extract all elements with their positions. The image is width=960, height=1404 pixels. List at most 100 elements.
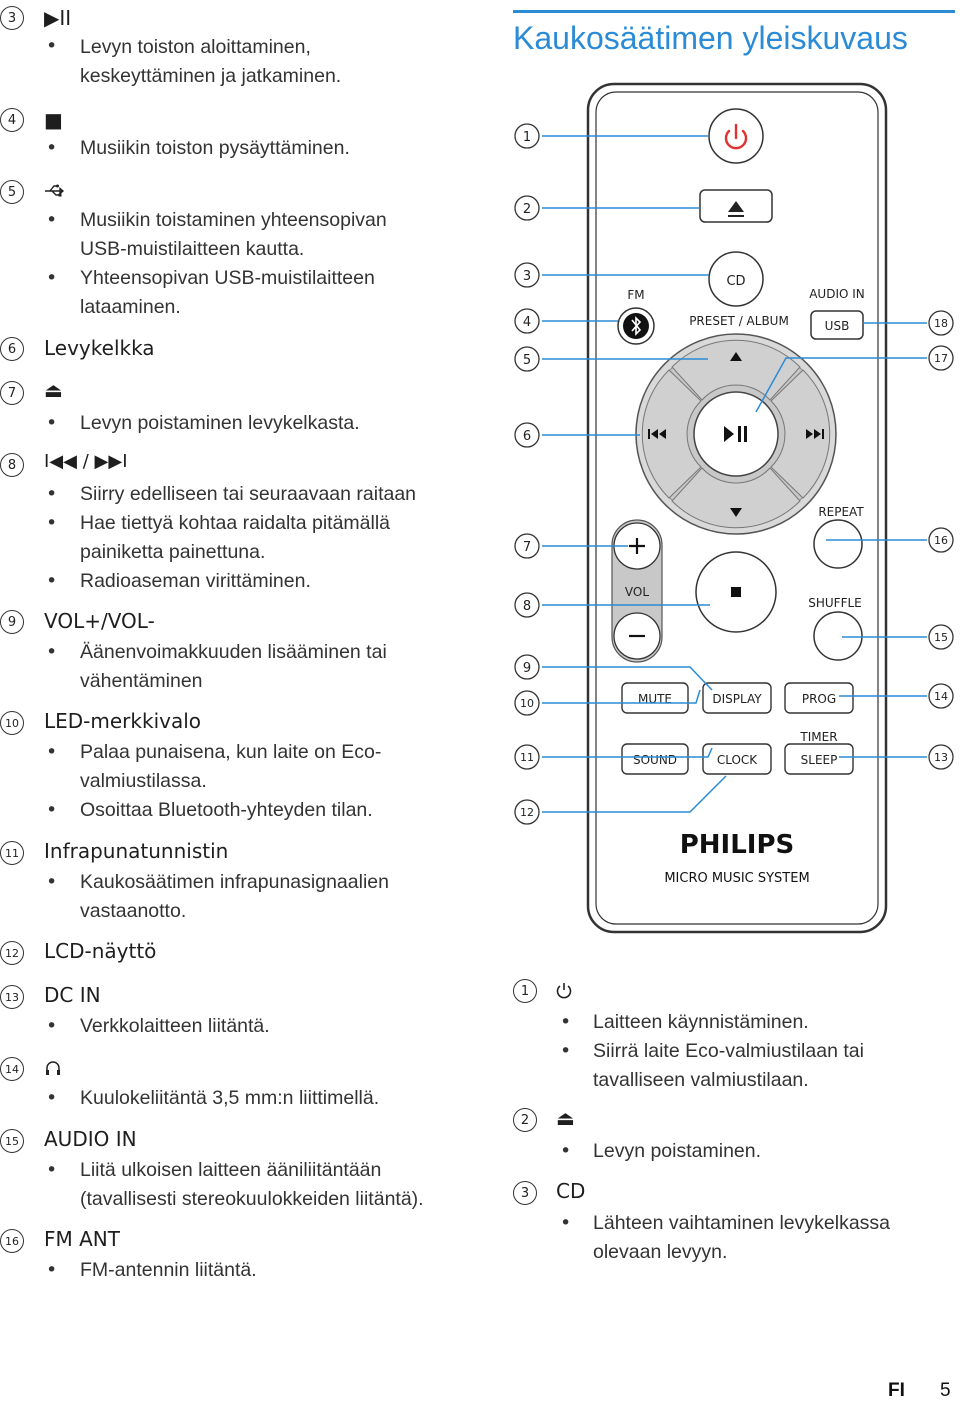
section-title: Kaukosäätimen yleiskuvaus [513,20,908,56]
bullet-text: Verkkolaitteen liitäntä. [80,1015,270,1037]
brand-logo: PHILIPS [680,830,795,860]
item-14-heading: 14 [0,1057,24,1081]
led-label: LED-merkkivalo [44,709,202,733]
item-9-heading: 9 [0,610,24,634]
play-pause-icon [724,426,747,442]
svg-text:13: 13 [934,751,948,764]
svg-text:7: 7 [523,540,531,555]
svg-text:12: 12 [520,806,534,819]
skip-icons: I◀◀ / ▶▶I [44,451,128,472]
bullet-text: Kuulokeliitäntä 3,5 mm:n liittimellä. [80,1087,380,1109]
item-10-heading: 10 [0,711,24,735]
bullet-text: Laitteen käynnistäminen. [593,1011,809,1033]
item-3-heading: 3 [0,6,24,30]
remote-diagram: CD FM AUDIO IN PRESET / ALBUM USB REPEAT… [514,82,954,934]
display-button [702,682,772,714]
bullet-text: valmiustilassa. [80,770,207,792]
item-12-heading: 12 [0,941,24,965]
svg-text:SOUND: SOUND [633,753,677,767]
bullet-text: Äänenvoimakkuuden lisääminen tai [80,641,387,663]
svg-text:8: 8 [523,599,531,614]
item-11-heading: 11 [0,841,24,865]
bullet-text: Siirrä laite Eco-valmiustilaan tai [593,1040,864,1062]
stop-icon [731,587,741,597]
power-icon [555,981,573,1003]
bullet-text: olevaan levyyn. [593,1241,728,1263]
ir-sensor-label: Infrapunatunnistin [44,839,229,863]
bullet-text: Musiikin toistaminen yhteensopivan [80,209,387,231]
audio-in-label: AUDIO IN [44,1127,137,1151]
cd-button [708,251,764,307]
eject-icon: ⏏ [556,1106,575,1130]
svg-text:14: 14 [934,690,948,703]
bullet-text: USB-muistilaitteen kautta. [80,238,305,260]
item-13-heading: 13 [0,985,24,1009]
svg-text:9: 9 [523,661,531,676]
title-rule [513,10,955,13]
repeat-button [813,519,863,569]
svg-text:MUTE: MUTE [638,692,672,706]
fm-label: FM [627,288,644,302]
next-icon [806,429,824,439]
prog-button [784,682,854,714]
bullet-text: lataaminen. [80,296,181,318]
callout-9: 9 [514,654,540,680]
callout-13: 13 [928,744,954,770]
bullet-text: vähentäminen [80,670,203,692]
mute-button [621,682,689,714]
callout-17: 17 [928,345,954,371]
disc-tray-label: Levykelkka [44,336,155,360]
callout-14: 14 [928,683,954,709]
cd-heading: CD [556,1179,586,1203]
svg-text:CLOCK: CLOCK [717,753,758,767]
headphone-icon [44,1058,62,1082]
bullet-text: Liitä ulkoisen laitteen ääniliitäntään [80,1159,382,1181]
svg-text:2: 2 [523,202,531,217]
bullet-text: Hae tiettyä kohtaa raidalta pitämällä [80,512,391,534]
callout-11: 11 [514,744,540,770]
callout-7: 7 [514,533,540,559]
dc-in-label: DC IN [44,983,101,1007]
svg-text:16: 16 [934,534,948,547]
audio-in-label: AUDIO IN [809,287,865,301]
item-4-heading: 4 [0,108,24,132]
bullet-text: Levyn poistaminen levykelkasta. [80,412,360,434]
svg-text:11: 11 [520,751,534,764]
usb-port [810,310,864,340]
svg-text:3: 3 [523,269,531,284]
svg-text:15: 15 [934,631,948,644]
preset-album-label: PRESET / ALBUM [689,314,789,328]
bullet-text: FM-antennin liitäntä. [80,1259,257,1281]
callout-2: 2 [514,195,540,221]
bullet-text: (tavallisesti stereokuulokkeiden liitänt… [80,1188,424,1210]
previous-icon [648,429,666,439]
bullet-text: vastaanotto. [80,900,187,922]
callout-15: 15 [928,624,954,650]
callout-1: 1 [514,123,540,149]
eject-icon: ⏏ [44,378,63,402]
lcd-label: LCD-näyttö [44,939,157,963]
down-icon [730,508,742,517]
svg-text:5: 5 [523,353,531,368]
page-number: 5 [940,1380,951,1401]
bullet-text: Osoittaa Bluetooth-yhteyden tilan. [80,799,373,821]
bullet-text: tavalliseen valmiustilaan. [593,1069,809,1091]
item-15-heading: 15 [0,1129,24,1153]
stop-label: ■ [44,108,63,132]
callout-5: 5 [514,346,540,372]
svg-text:DISPLAY: DISPLAY [712,692,762,706]
play-pause-label: ▶II [44,6,72,30]
bullet-text: Lähteen vaihtaminen levykelkassa [593,1212,891,1234]
callout-18: 18 [928,310,954,336]
callout-12: 12 [514,799,540,825]
bullet-text: Levyn poistaminen. [593,1140,762,1162]
bullet-text: keskeyttäminen ja jatkaminen. [80,65,342,87]
callout-16: 16 [928,527,954,553]
bullet-text: Yhteensopivan USB-muistilaitteen [80,267,375,289]
bullet-text: Radioaseman virittäminen. [80,570,311,592]
item-16-heading: 16 [0,1229,24,1253]
fm-ant-label: FM ANT [44,1227,120,1251]
callout-6: 6 [514,422,540,448]
item-5-heading: 5 [0,180,24,204]
vol-plus-icon [629,538,645,554]
